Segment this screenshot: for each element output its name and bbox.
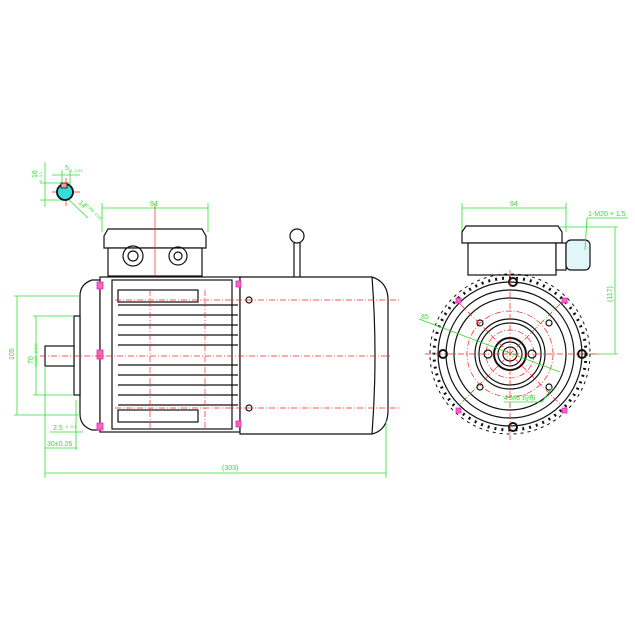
key-width-tol: 0 -0.03 [70, 168, 83, 173]
brake-lever [293, 239, 301, 279]
key-height-tol: 0 -0.1 [38, 171, 43, 182]
end-box-width: 94 [510, 201, 518, 208]
key-depth-tol: +0.006 -0.03 [83, 201, 103, 221]
end-terminal-box [467, 242, 557, 276]
spigot-diameter: 70 [28, 356, 35, 364]
terminal-height: (117) [607, 286, 614, 302]
cable-gland [565, 239, 591, 271]
key-depth: 14 [77, 199, 88, 210]
cooling-fins [118, 304, 238, 406]
shaft-length: 30±0.26 [47, 441, 72, 448]
brake-lever-knob [289, 228, 305, 244]
end-terminal-lid [461, 225, 563, 244]
spigot-tolerance: +0.012 -0.007 [33, 342, 38, 368]
flange-diameter: 105 [9, 348, 16, 360]
side-box-width: 94 [150, 201, 158, 208]
spigot-depth: 2.5 [53, 425, 63, 432]
bolt-holes-label: 4-M6 均布 [504, 393, 536, 402]
key-width: 5 [65, 165, 69, 172]
stator-housing [99, 276, 241, 433]
spigot-depth-tol: 0 -0.1 [66, 424, 77, 429]
end-view: 94 1-M20 × 1.5 (117) [418, 201, 628, 440]
overall-length: (303) [222, 465, 238, 472]
side-view: 94 [9, 201, 400, 478]
pitch-diameter: 85 [421, 314, 429, 321]
cable-gland-label: 1-M20 × 1.5 [588, 211, 626, 218]
key-height: 16 [32, 170, 39, 178]
brake-housing [239, 276, 389, 435]
key-icon [60, 182, 68, 189]
key-detail: 5 0 -0.03 16 0 -0.1 14 +0.006 -0.03 [32, 162, 103, 221]
